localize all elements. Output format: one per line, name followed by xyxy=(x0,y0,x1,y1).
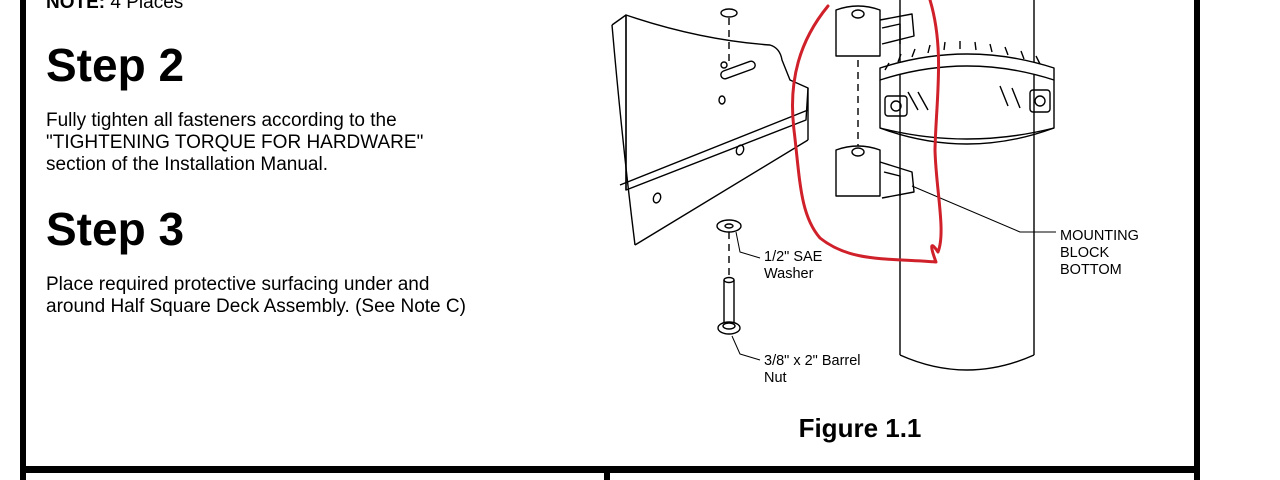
step-3-heading: Step 3 xyxy=(46,203,185,255)
note-line: NOTE: 4 Places xyxy=(46,0,183,14)
step-2-heading: Step 2 xyxy=(46,39,185,91)
step-2-line: Fully tighten all fasteners according to… xyxy=(46,110,397,131)
deck-panel xyxy=(611,14,809,246)
figure-illustration xyxy=(611,0,1056,371)
washer-top xyxy=(720,8,738,18)
frame-border-left xyxy=(20,0,26,480)
mounting-block-top xyxy=(835,5,915,57)
post-clamp xyxy=(879,41,1055,145)
step-2-line: section of the Installation Manual. xyxy=(46,154,329,175)
mounting-block-bottom xyxy=(835,145,915,199)
barrel-nut xyxy=(717,276,741,335)
callout-barrel-nut: 3/8" x 2" Barrel Nut xyxy=(764,353,861,387)
step-3-line: around Half Square Deck Assembly. (See N… xyxy=(46,296,466,317)
fastener-axes xyxy=(728,18,859,280)
figure-caption: Figure 1.1 xyxy=(798,413,922,443)
note-label: NOTE: xyxy=(46,0,106,13)
callout-mounting-block: MOUNTING BLOCK BOTTOM xyxy=(1060,228,1139,279)
frame-border-right xyxy=(1194,0,1200,480)
callout-line: 1/2" SAE xyxy=(764,249,823,265)
step-2-text: Fully tighten all fasteners according to… xyxy=(46,110,423,176)
step-3-text: Place required protective surfacing unde… xyxy=(46,274,466,318)
frame-column-divider xyxy=(604,473,610,480)
callout-line: Nut xyxy=(764,370,787,386)
callout-line: BLOCK xyxy=(1060,245,1110,261)
step-2-line: "TIGHTENING TORQUE FOR HARDWARE" xyxy=(46,132,424,153)
callout-line: BOTTOM xyxy=(1060,262,1122,278)
red-annotation-circle xyxy=(790,0,943,264)
callout-line: MOUNTING xyxy=(1060,228,1139,244)
callout-line: Washer xyxy=(764,266,814,282)
washer-bottom xyxy=(716,219,742,233)
callout-line: 3/8" x 2" Barrel xyxy=(764,353,861,369)
step-3-line: Place required protective surfacing unde… xyxy=(46,274,430,295)
note-text: 4 Places xyxy=(110,0,184,13)
frame-border-bottom xyxy=(20,466,1200,473)
leader-lines xyxy=(731,185,1056,361)
callout-washer: 1/2" SAE Washer xyxy=(764,249,822,283)
